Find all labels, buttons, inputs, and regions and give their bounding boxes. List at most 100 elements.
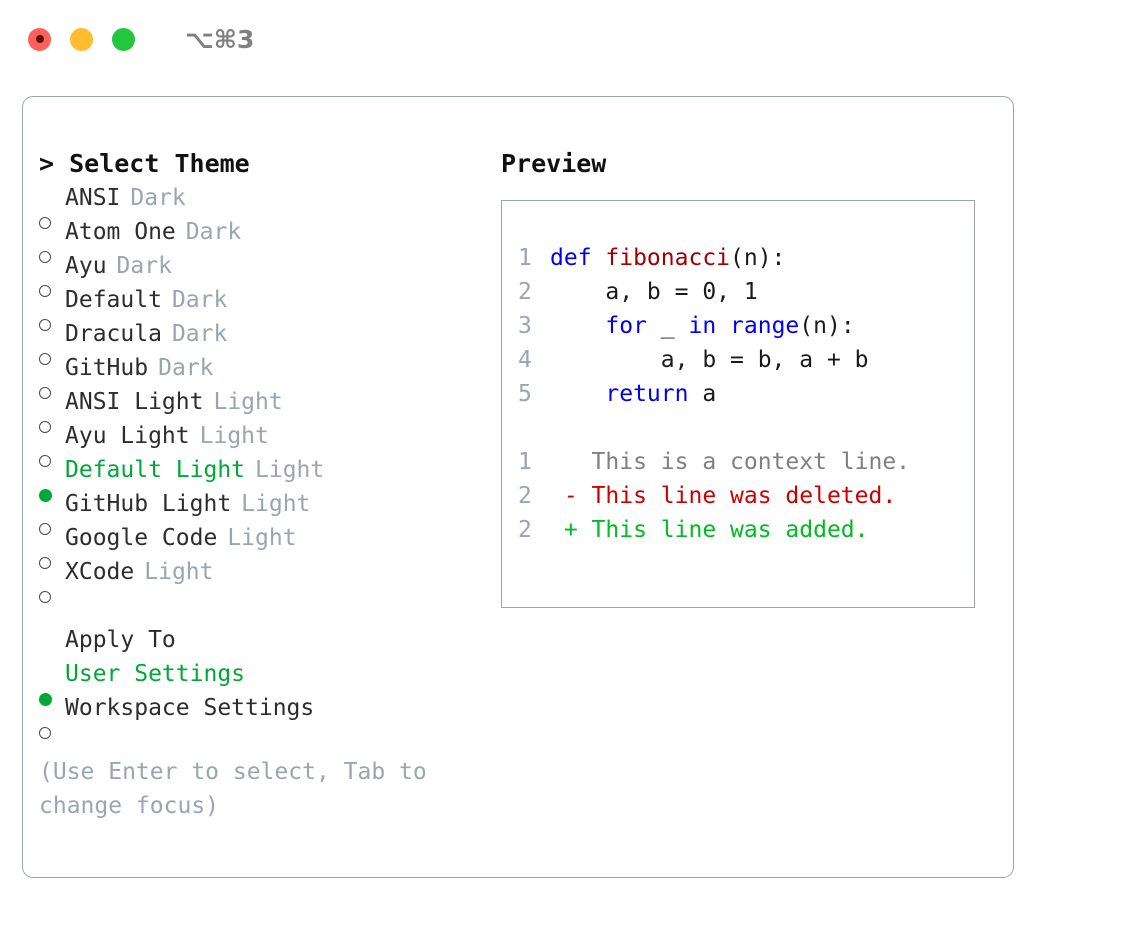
diff-line-1: 2 - This line was deleted. [518,479,910,513]
diff-line-2: 2 + This line was added. [518,513,910,547]
preview-header: Preview [501,149,607,178]
line-content: + This line was added. [550,513,869,547]
theme-variant-tag: Dark [185,219,242,245]
theme-option-6[interactable]: ANSI Light Light [39,385,489,433]
diff-block: 1 This is a context line.2 - This line w… [518,445,910,547]
line-number: 4 [518,347,532,373]
token-kw: in [688,313,717,339]
theme-option-5[interactable]: GitHub Dark [39,351,489,399]
select-theme-header: > Select Theme [39,149,250,178]
token-kw: return [605,381,689,407]
theme-option-label: XCode [65,559,135,585]
line-number: 1 [518,449,532,475]
token-plain: (n): [730,245,786,271]
theme-option-label: ANSI Light [65,389,204,415]
line-number: 1 [518,245,532,271]
line-content: def fibonacci(n): [550,241,785,275]
theme-option-label: Default [65,287,162,313]
line-number: 2 [518,483,532,509]
theme-option-label: GitHub [65,355,149,381]
token-kw: range [730,313,800,339]
line-number: 5 [518,381,532,407]
token-plain: _ [646,313,689,339]
line-content: a, b = b, a + b [550,343,869,377]
theme-option-label: Dracula [65,321,162,347]
diff-line-0: 1 This is a context line. [518,445,910,479]
theme-variant-tag: Dark [171,321,228,347]
line-content: return a [550,377,716,411]
token-plain [550,381,605,407]
keyboard-shortcut-label: ⌥⌘3 [185,24,255,54]
line-content: for _ in range(n): [550,309,854,343]
theme-option-label: Ayu [65,253,107,279]
theme-option-label: Atom One [65,219,176,245]
window-controls [28,27,135,51]
token-plain: a, b = b, a + b [550,347,869,373]
theme-option-0[interactable]: ANSI Dark [39,181,489,229]
token-fn: fibonacci [605,245,731,271]
list-spacer [39,589,489,623]
line-number: 2 [518,279,532,305]
theme-option-label: ANSI [65,185,121,211]
theme-variant-tag: Light [227,525,297,551]
keyboard-hint-text: (Use Enter to select, Tab to change focu… [39,759,441,819]
code-line-0: 1 def fibonacci(n): [518,241,910,275]
token-kw: def [550,245,606,271]
code-line-4: 5 return a [518,377,910,411]
close-button[interactable] [28,27,51,51]
line-content: a, b = 0, 1 [550,275,758,309]
theme-variant-tag: Light [255,457,325,483]
theme-variant-tag: Dark [171,287,228,313]
line-number: 3 [518,313,532,339]
token-plain: a, b = 0, 1 [550,279,758,305]
theme-variant-tag: Dark [116,253,172,279]
theme-option-9[interactable]: GitHub Light Light [39,487,489,535]
theme-variant-tag: Dark [158,355,214,381]
theme-option-label: Ayu Light [65,423,190,449]
minimize-button[interactable] [70,27,93,51]
theme-option-1[interactable]: Atom One Dark [39,215,489,263]
theme-option-label: Default Light [65,457,246,483]
code-diff-separator [518,411,910,445]
theme-variant-tag: Light [199,423,269,449]
theme-option-11[interactable]: XCode Light [39,555,489,603]
theme-option-label: GitHub Light [65,491,232,517]
theme-option-10[interactable]: Google Code Light [39,521,489,569]
apply-option-label: Workspace Settings [65,695,315,721]
zoom-button[interactable] [112,27,135,51]
token-kw: for [605,313,647,339]
theme-variant-tag: Light [213,389,283,415]
theme-option-4[interactable]: Dracula Dark [39,317,489,365]
theme-option-3[interactable]: Default Dark [39,283,489,331]
theme-variant-tag: Light [241,491,311,517]
token-del: - This line was deleted. [550,483,897,509]
code-line-2: 3 for _ in range(n): [518,309,910,343]
theme-variant-tag: Light [144,559,214,585]
theme-option-7[interactable]: Ayu Light Light [39,419,489,467]
code-line-3: 4 a, b = b, a + b [518,343,910,377]
apply-option-1[interactable]: Workspace Settings [39,691,489,739]
token-plain: a [688,381,717,407]
line-content: This is a context line. [550,445,911,479]
token-plain [716,313,730,339]
apply-option-label: User Settings [65,661,246,687]
theme-option-label: Google Code [65,525,218,551]
code-line-1: 2 a, b = 0, 1 [518,275,910,309]
line-content: - This line was deleted. [550,479,896,513]
theme-option-2[interactable]: Ayu Dark [39,249,489,297]
token-plain [550,313,605,339]
theme-option-8[interactable]: Default Light Light [39,453,489,502]
title-bar: ⌥⌘3 [0,0,1140,78]
apply-option-0[interactable]: User Settings [39,657,489,706]
theme-variant-tag: Dark [130,185,186,211]
line-number: 2 [518,517,532,543]
